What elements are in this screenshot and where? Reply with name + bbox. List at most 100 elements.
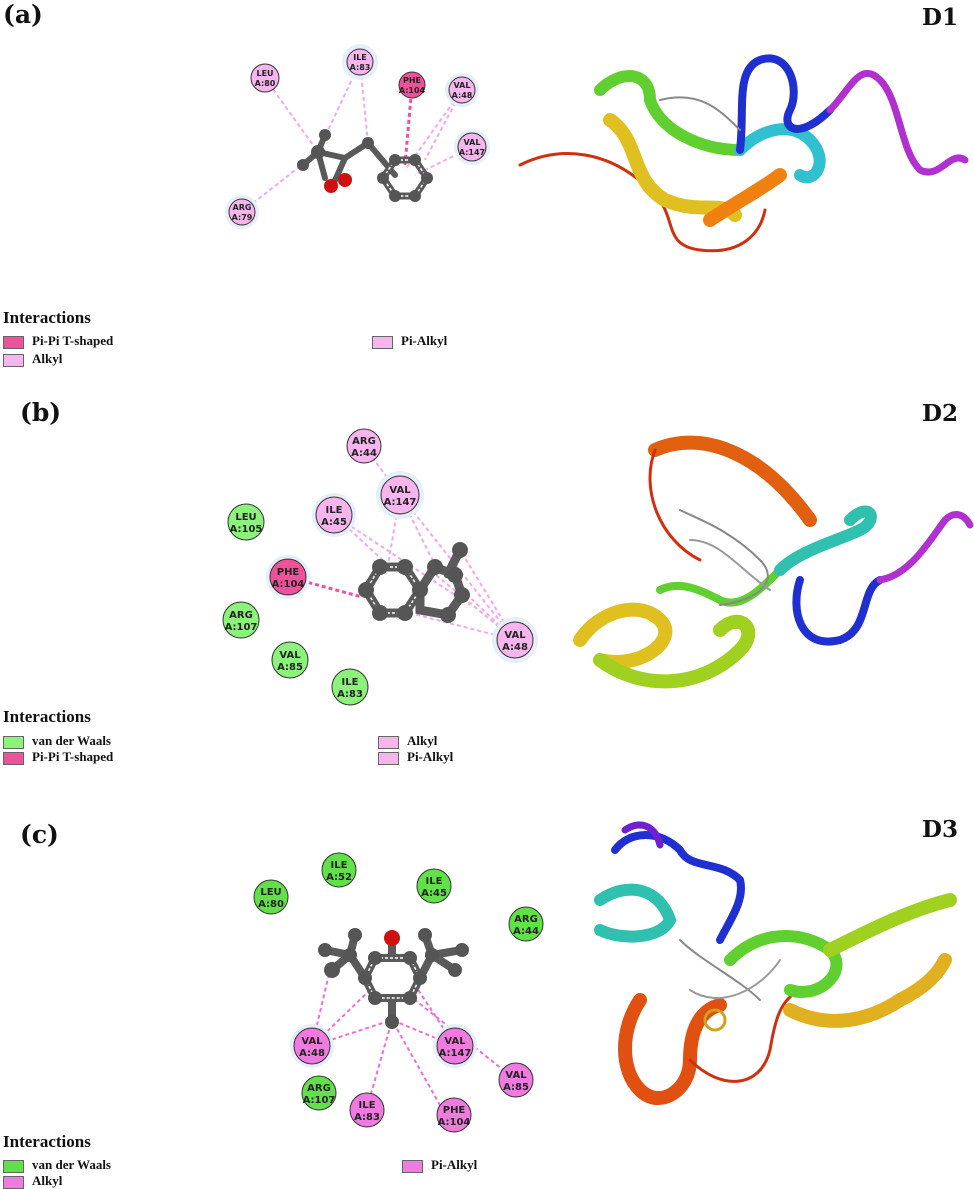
ligand-atoms xyxy=(318,928,469,1029)
residue-val-48: VAL A:48 xyxy=(492,617,538,663)
legend-item: Alkyl xyxy=(3,352,62,367)
legend-item: Pi-Pi T-shaped xyxy=(3,334,113,349)
legend-title: Interactions xyxy=(3,707,91,726)
interaction-diagram-2d: LEU A:80 ILE A:83 PHE A:104 VAL A:48 VAL… xyxy=(225,44,969,253)
panel-c: (c) D3 xyxy=(0,790,974,1189)
docking-label: D1 xyxy=(922,4,958,31)
svg-text:PHE: PHE xyxy=(403,76,421,85)
residue-val-147: VAL A:147 xyxy=(454,129,490,165)
svg-text:ARG: ARG xyxy=(352,436,376,447)
ligand-atoms xyxy=(358,542,470,623)
svg-text:ILE: ILE xyxy=(353,53,367,62)
svg-text:ARG: ARG xyxy=(514,914,538,925)
residue-val-147: VAL A:147 xyxy=(376,471,424,519)
svg-text:A:44: A:44 xyxy=(513,926,539,937)
panel-label: (c) xyxy=(20,820,59,849)
svg-text:LEU: LEU xyxy=(256,69,273,78)
svg-text:LEU: LEU xyxy=(235,512,256,523)
pi-pi-line xyxy=(403,84,414,166)
protein-ribbon-3d xyxy=(573,435,974,689)
residue-val-48: VAL A:48 xyxy=(290,1024,334,1068)
residue-leu-105: LEU A:105 xyxy=(227,503,265,541)
svg-text:VAL: VAL xyxy=(389,485,411,496)
legend-item: Alkyl xyxy=(3,1174,62,1189)
residue-arg-44: ARG A:44 xyxy=(508,906,544,942)
residue-val-147: VAL A:147 xyxy=(433,1024,477,1068)
svg-text:A:48: A:48 xyxy=(452,91,473,100)
svg-text:ILE: ILE xyxy=(326,505,343,516)
residue-phe-104: PHE A:104 xyxy=(436,1097,472,1133)
residue-val-85: VAL A:85 xyxy=(271,641,309,679)
residue-phe-104: PHE A:104 xyxy=(398,71,426,99)
svg-text:ILE: ILE xyxy=(342,677,359,688)
svg-text:A:80: A:80 xyxy=(255,79,276,88)
svg-text:PHE: PHE xyxy=(277,567,300,578)
residue-ile-45: ILE A:45 xyxy=(416,868,452,904)
svg-text:A:52: A:52 xyxy=(326,872,352,883)
pi-pi-line xyxy=(287,575,363,599)
svg-text:A:83: A:83 xyxy=(354,1112,380,1123)
svg-text:A:104: A:104 xyxy=(438,1117,471,1128)
svg-text:ARG: ARG xyxy=(233,203,252,212)
oxygen-atom xyxy=(384,930,400,946)
svg-text:A:147: A:147 xyxy=(459,148,485,157)
interaction-diagram-2d: ARG A:44 VAL A:147 ILE A:45 LEU A:105 PH… xyxy=(222,428,974,706)
residue-phe-104: PHE A:104 xyxy=(266,555,310,599)
ligand-bonds xyxy=(321,931,466,1024)
svg-text:VAL: VAL xyxy=(301,1036,323,1047)
svg-text:A:147: A:147 xyxy=(384,497,417,508)
svg-text:VAL: VAL xyxy=(454,81,471,90)
svg-text:A:147: A:147 xyxy=(439,1048,472,1059)
residue-ile-45: ILE A:45 xyxy=(312,493,356,537)
svg-text:ARG: ARG xyxy=(229,610,253,621)
legend-item: Pi-Alkyl xyxy=(372,334,447,349)
svg-text:A:48: A:48 xyxy=(502,642,528,653)
svg-text:A:105: A:105 xyxy=(230,524,263,535)
svg-text:A:45: A:45 xyxy=(321,517,347,528)
interaction-diagram-2d: ILE A:52 LEU A:80 ILE A:45 ARG A:44 VAL … xyxy=(253,821,957,1133)
residue-val-85: VAL A:85 xyxy=(498,1062,534,1098)
svg-text:A:85: A:85 xyxy=(277,662,303,673)
svg-text:ILE: ILE xyxy=(426,876,443,887)
svg-text:A:48: A:48 xyxy=(299,1048,325,1059)
residue-ile-83: ILE A:83 xyxy=(349,1092,385,1128)
svg-text:VAL: VAL xyxy=(444,1036,466,1047)
oxygen-atom xyxy=(324,179,338,193)
svg-text:ILE: ILE xyxy=(359,1100,376,1111)
svg-text:ILE: ILE xyxy=(331,860,348,871)
ligand-atoms xyxy=(297,129,433,202)
protein-ribbon-3d xyxy=(518,54,969,253)
residue-ile-52: ILE A:52 xyxy=(321,852,357,888)
residue-ile-83: ILE A:83 xyxy=(331,668,369,706)
svg-text:A:79: A:79 xyxy=(232,213,253,222)
svg-text:A:45: A:45 xyxy=(421,888,447,899)
svg-text:VAL: VAL xyxy=(504,630,526,641)
residue-ile-83: ILE A:83 xyxy=(342,44,378,80)
legend-item: Pi-Pi T-shaped xyxy=(3,750,113,765)
svg-text:PHE: PHE xyxy=(443,1105,466,1116)
panel-label: (a) xyxy=(3,0,43,29)
svg-text:A:104: A:104 xyxy=(272,579,305,590)
svg-text:A:80: A:80 xyxy=(258,899,284,910)
panel-a: (a) D1 xyxy=(0,0,974,390)
legend-item: van der Waals xyxy=(3,1158,111,1173)
panel-label: (b) xyxy=(20,398,62,427)
protein-ribbon-3d xyxy=(594,821,957,1105)
svg-text:ARG: ARG xyxy=(307,1083,331,1094)
svg-text:A:85: A:85 xyxy=(503,1082,529,1093)
svg-text:VAL: VAL xyxy=(464,138,481,147)
oxygen-atom xyxy=(338,173,352,187)
residue-arg-79: ARG A:79 xyxy=(225,195,259,229)
legend-item: Pi-Alkyl xyxy=(402,1158,477,1173)
residue-leu-80: LEU A:80 xyxy=(250,63,280,93)
svg-text:A:83: A:83 xyxy=(337,689,363,700)
svg-text:VAL: VAL xyxy=(279,650,301,661)
svg-text:VAL: VAL xyxy=(505,1070,527,1081)
svg-text:A:107: A:107 xyxy=(303,1095,336,1106)
legend-item: van der Waals xyxy=(3,734,111,749)
docking-label: D2 xyxy=(922,400,958,427)
residue-arg-107: ARG A:107 xyxy=(301,1075,337,1111)
svg-text:A:83: A:83 xyxy=(350,63,371,72)
residue-arg-107: ARG A:107 xyxy=(222,601,260,639)
svg-text:LEU: LEU xyxy=(260,887,281,898)
